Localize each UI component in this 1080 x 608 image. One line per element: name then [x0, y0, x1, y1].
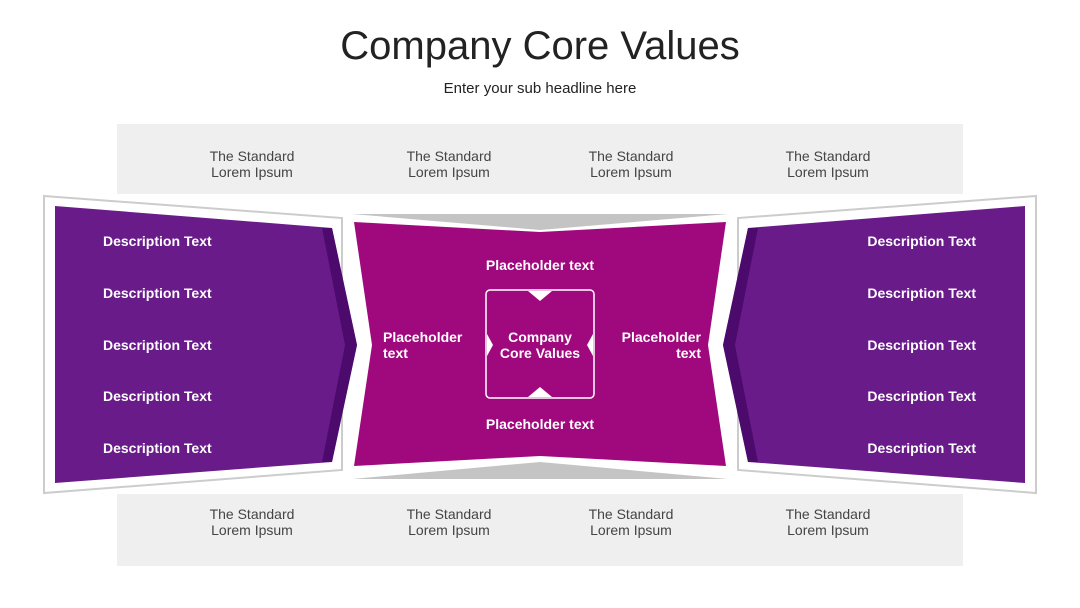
core-right-notch — [587, 334, 593, 356]
bottom-label-3-line2: Lorem Ipsum — [590, 522, 672, 538]
bottom-label-1: The Standard Lorem Ipsum — [172, 506, 332, 538]
page-subtitle: Enter your sub headline here — [443, 80, 637, 97]
right-panel-shade — [723, 228, 758, 462]
left-description-2: Description Text — [103, 285, 212, 301]
right-panel — [723, 206, 1025, 483]
page-title: Company Core Values — [340, 24, 740, 68]
bottom-label-3: The Standard Lorem Ipsum — [551, 506, 711, 538]
core-values-label: Company Core Values — [486, 329, 594, 361]
bottom-label-4-line1: The Standard — [785, 506, 871, 522]
left-panel-shade — [322, 228, 357, 462]
right-description-1: Description Text — [867, 233, 976, 249]
top-label-4: The Standard Lorem Ipsum — [748, 148, 908, 180]
bottom-label-4: The Standard Lorem Ipsum — [748, 506, 908, 538]
core-bottom-notch — [528, 387, 552, 397]
top-label-1-line1: The Standard — [209, 148, 295, 164]
center-panel — [354, 222, 726, 466]
core-box — [485, 289, 595, 399]
top-label-1-line2: Lorem Ipsum — [211, 164, 293, 180]
left-description-3: Description Text — [103, 337, 212, 353]
left-panel — [55, 206, 357, 483]
center-top-text: Placeholder text — [485, 257, 595, 273]
right-description-2: Description Text — [867, 285, 976, 301]
bottom-band — [117, 494, 963, 566]
center-top-wedge — [352, 214, 728, 230]
right-description-3: Description Text — [867, 337, 976, 353]
top-label-2-line2: Lorem Ipsum — [408, 164, 490, 180]
center-left-line2: text — [383, 345, 408, 361]
top-label-3-line2: Lorem Ipsum — [590, 164, 672, 180]
top-label-2: The Standard Lorem Ipsum — [369, 148, 529, 180]
center-left-line1: Placeholder — [383, 329, 463, 345]
center-left-text: Placeholder text — [383, 329, 462, 361]
center-right-text: Placeholder text — [622, 329, 701, 361]
right-description-4: Description Text — [867, 388, 976, 404]
core-top-notch — [528, 291, 552, 301]
left-description-1: Description Text — [103, 233, 212, 249]
top-label-2-line1: The Standard — [406, 148, 492, 164]
core-label-line1: Company — [508, 329, 572, 345]
top-label-3-line1: The Standard — [588, 148, 674, 164]
center-bottom-text: Placeholder text — [485, 416, 595, 432]
left-description-4: Description Text — [103, 388, 212, 404]
top-label-4-line1: The Standard — [785, 148, 871, 164]
center-right-line1: Placeholder — [621, 329, 701, 345]
bottom-label-3-line1: The Standard — [588, 506, 674, 522]
core-label-line2: Core Values — [499, 345, 581, 361]
bottom-label-2-line1: The Standard — [406, 506, 492, 522]
bottom-label-2-line2: Lorem Ipsum — [408, 522, 490, 538]
bottom-label-4-line2: Lorem Ipsum — [787, 522, 869, 538]
bottom-label-1-line2: Lorem Ipsum — [211, 522, 293, 538]
top-label-1: The Standard Lorem Ipsum — [172, 148, 332, 180]
bottom-label-1-line1: The Standard — [209, 506, 295, 522]
left-description-5: Description Text — [103, 440, 212, 456]
right-description-5: Description Text — [867, 440, 976, 456]
top-band — [117, 124, 963, 194]
top-label-3: The Standard Lorem Ipsum — [551, 148, 711, 180]
bottom-label-2: The Standard Lorem Ipsum — [369, 506, 529, 538]
center-right-line2: text — [676, 345, 701, 361]
center-bottom-wedge — [352, 462, 728, 479]
top-label-4-line2: Lorem Ipsum — [787, 164, 869, 180]
core-left-notch — [487, 334, 493, 356]
